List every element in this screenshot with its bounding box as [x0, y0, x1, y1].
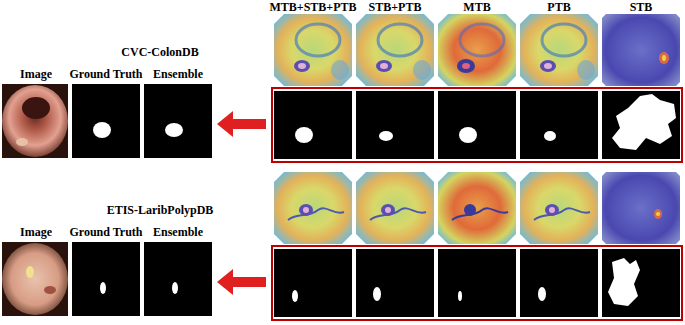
red-frame	[272, 246, 682, 320]
column-header: Ensemble	[153, 226, 203, 239]
thumbnail-row	[2, 242, 212, 316]
column-header: MTB+STB+PTB	[269, 1, 356, 14]
column-header: STB+PTB	[369, 1, 422, 14]
dataset-title: CVC-ColonDB	[121, 46, 198, 59]
column-header: Image	[20, 68, 52, 81]
column-header: Image	[20, 226, 52, 239]
column-header: Ground Truth	[69, 226, 142, 239]
red-arrow	[217, 269, 266, 295]
mask-row	[274, 91, 680, 159]
mask-row	[274, 249, 680, 317]
red-frame	[272, 88, 682, 162]
thumbnail-row	[2, 84, 212, 158]
red-arrow	[217, 111, 266, 137]
dataset-title: ETIS-LaribPolypDB	[107, 204, 214, 217]
heatmap-row	[274, 14, 680, 86]
column-header: Ensemble	[153, 68, 203, 81]
column-header: PTB	[547, 1, 570, 14]
heatmap-row	[274, 172, 680, 244]
column-header: MTB	[463, 1, 490, 14]
column-header: STB	[630, 1, 653, 14]
column-header: Ground Truth	[69, 68, 142, 81]
